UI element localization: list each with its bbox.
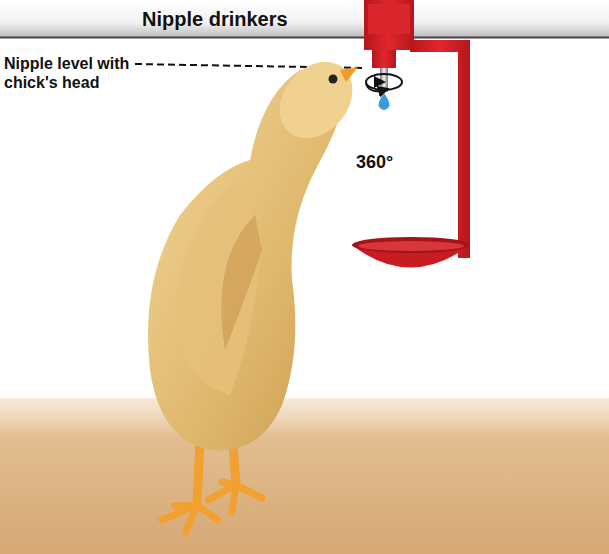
drip-cup-arm bbox=[410, 40, 470, 258]
rotation-label: 360° bbox=[356, 152, 393, 173]
rotation-arrow bbox=[374, 81, 380, 83]
water-drop bbox=[379, 93, 390, 110]
water-pipe bbox=[0, 0, 609, 37]
pipe-clamp bbox=[364, 0, 414, 50]
rotation-ring bbox=[366, 74, 402, 90]
drip-cup-inner bbox=[358, 241, 464, 251]
pipe-edge bbox=[0, 37, 609, 39]
title: Nipple drinkers bbox=[142, 7, 288, 31]
drip-cup-rim bbox=[352, 237, 470, 253]
nipple-stem bbox=[380, 68, 388, 92]
rotation-arrow bbox=[366, 84, 384, 91]
ground bbox=[0, 398, 609, 554]
pipe-clamp-face bbox=[368, 4, 410, 34]
callout-label: Nipple level with chick's head bbox=[4, 54, 154, 92]
nipple-holder bbox=[372, 50, 396, 68]
chick bbox=[148, 47, 368, 450]
